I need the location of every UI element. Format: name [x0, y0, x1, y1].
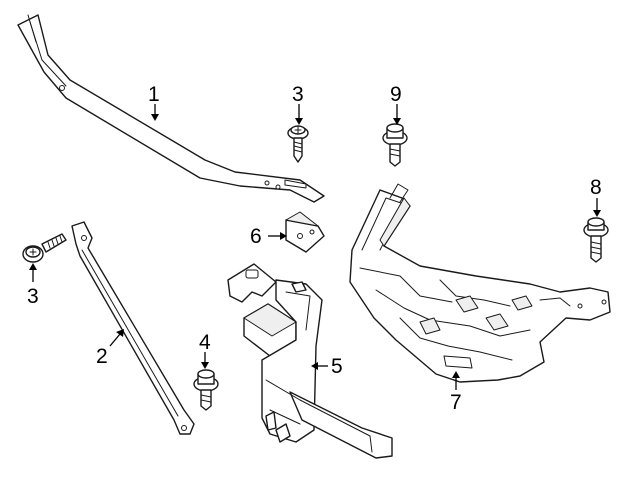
part-5-center-bracket: [227, 263, 393, 459]
callout-9: 9: [390, 83, 402, 106]
part-6-small-bracket: [285, 211, 325, 253]
part-2-lower-brace: [71, 221, 195, 435]
part-8-right-bolt: [583, 217, 609, 263]
callout-4: 4: [199, 331, 211, 354]
callout-5: 5: [331, 355, 343, 378]
callout-7: 7: [450, 391, 462, 414]
part-1-upper-support-bar: [17, 14, 325, 203]
leader-lines: [29, 104, 601, 390]
part-3-top-screw: [287, 125, 309, 163]
callout-3-top: 3: [292, 83, 304, 106]
callout-1: 1: [148, 83, 160, 106]
part-4-bolt: [193, 369, 219, 411]
part-9-top-bolt: [382, 123, 408, 167]
callout-8: 8: [590, 176, 602, 199]
callout-3-left: 3: [27, 285, 39, 308]
part-3-left-screw: [22, 233, 67, 263]
callout-2: 2: [96, 345, 108, 368]
callout-6: 6: [250, 225, 262, 248]
part-7-large-bracket: [349, 183, 611, 383]
